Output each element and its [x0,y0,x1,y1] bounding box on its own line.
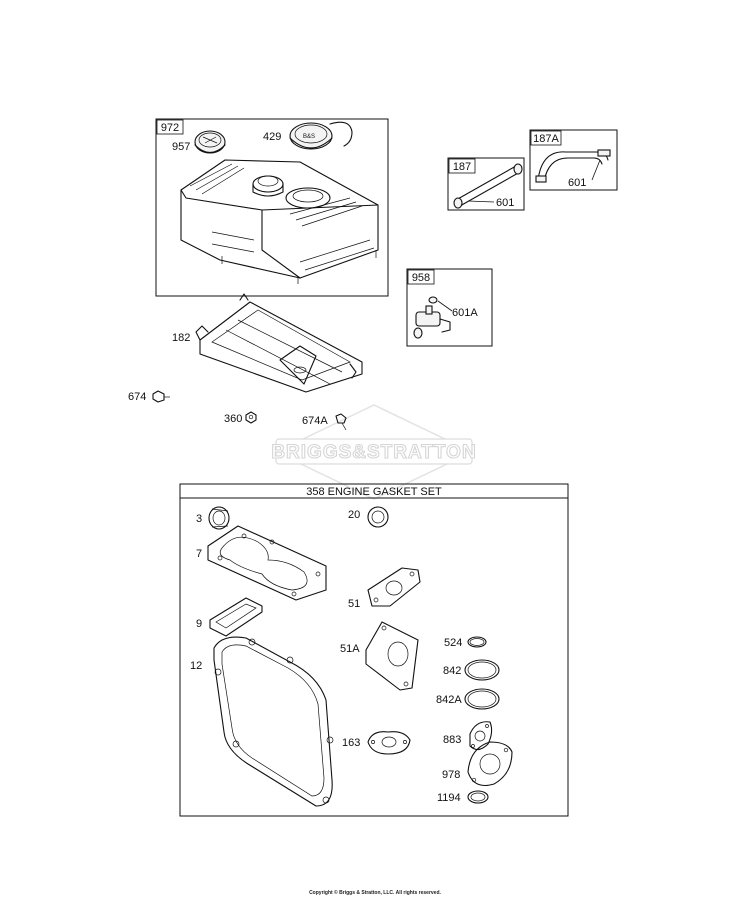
callout-842a: 842A [436,694,462,706]
copyright-notice: Copyright © Briggs & Stratton, LLC. All … [309,890,441,896]
watermark-text: BRIGGS&STRATTON [271,442,476,463]
crankcase-gasket-12 [213,636,334,807]
seal-3 [208,506,230,530]
fuel-cap-429: B&S [289,121,353,150]
gasket-51 [367,567,421,607]
callout-674: 674 [128,391,146,403]
callout-1194: 1194 [437,792,461,804]
callout-360: 360 [224,413,242,425]
callout-51a: 51A [340,643,360,655]
callout-601-187a: 601 [568,177,586,189]
callout-524: 524 [444,637,462,649]
head-gasket-7 [207,525,327,601]
watermark-logo: BRIGGS&STRATTON [271,404,476,500]
gasket-set-title: 358 ENGINE GASKET SET [306,486,442,498]
fuel-tank-bracket-182 [195,293,363,393]
gasket-883 [469,721,493,751]
oring-842a [464,688,500,710]
callout-978: 978 [442,769,460,781]
fuel-cap-957 [194,130,226,154]
callout-883: 883 [443,734,461,746]
oring-524 [467,636,487,648]
callout-12: 12 [190,660,202,672]
gasket-51a [365,621,419,691]
shutoff-valve-box [406,268,493,347]
fuel-tank [180,159,379,284]
callout-9: 9 [196,618,202,630]
shutoff-valve-label: 958 [412,272,430,284]
shutoff-valve [413,296,451,339]
seal-20 [367,506,389,528]
fuel-line-187-label: 187 [453,161,471,173]
gasket-978 [467,741,513,787]
engine-gasket-set: 358 ENGINE GASKET SET 3 20 7 [179,483,569,817]
fuel-line-187 [455,165,521,207]
callout-674a: 674A [302,415,328,427]
screw-674a [335,413,347,431]
fuel-line-187-box [447,157,525,211]
callout-601-187: 601 [496,197,514,209]
screw-674 [152,390,170,403]
fuel-tank-box-tag [156,119,184,135]
fuel-line-187a-label: 187A [533,133,559,145]
gasket-163 [367,731,411,755]
fuel-tank-box-label: 972 [161,122,179,134]
callout-163: 163 [342,737,360,749]
oring-842 [464,659,500,681]
gasket-set-box [179,483,569,817]
callout-20: 20 [348,509,360,521]
svg-text:B&S: B&S [303,134,315,140]
callout-7: 7 [196,548,202,560]
callout-601a: 601A [452,307,478,319]
callout-957: 957 [172,141,190,153]
fuel-tank-group: 972 957 B&S 429 [155,118,389,297]
fuel-line-187a-box [529,129,618,191]
callout-3: 3 [196,513,202,525]
callout-182: 182 [172,332,190,344]
callout-842: 842 [443,665,461,677]
gasket-9 [209,597,263,637]
fuel-line-187a-group: 187A 601 [529,129,618,191]
shutoff-valve-group: 958 601A [406,268,493,347]
fuel-line-187-group: 187 601 [447,157,525,211]
fuel-tank-box [155,118,389,297]
oring-1194 [467,790,489,804]
callout-51: 51 [348,598,360,610]
callout-429: 429 [263,131,281,143]
nut-360 [245,411,257,424]
